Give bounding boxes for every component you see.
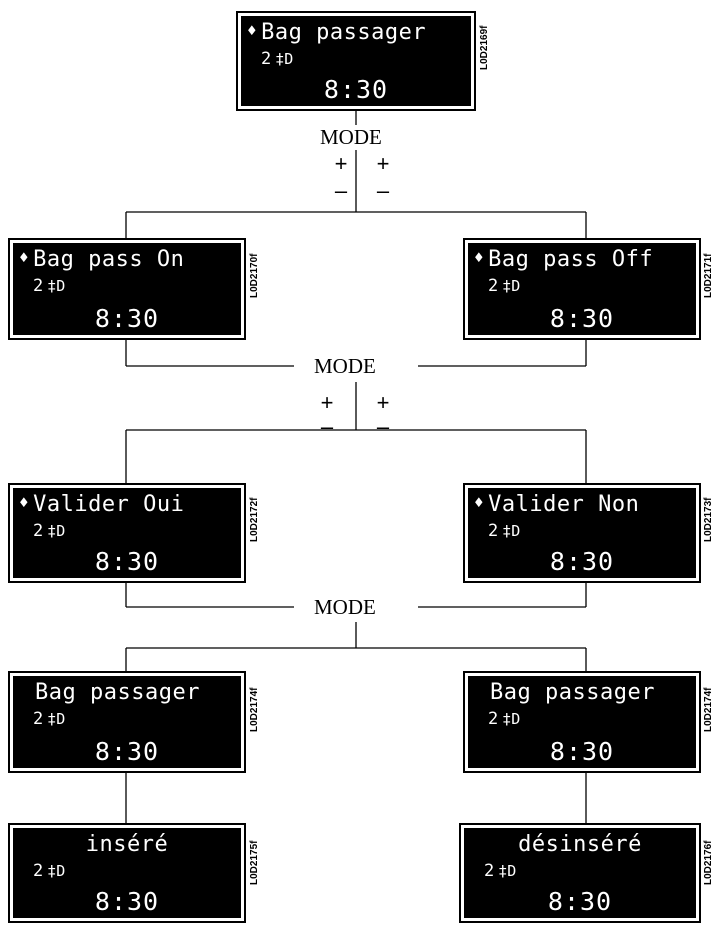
lcd-panel: inséré 2‡D 8:30	[13, 828, 241, 918]
display-text: ♦Valider Oui	[19, 492, 184, 517]
lamp-indicator: 2‡D	[488, 521, 520, 541]
figure-ref: L0D2171f	[703, 253, 712, 298]
display-text: ♦Valider Non	[474, 492, 639, 517]
figure-ref: L0D2174f	[249, 687, 260, 732]
lamp-indicator: 2‡D	[33, 276, 65, 296]
display-screen-bag-passager: ♦Bag passager 2‡D 8:30	[236, 11, 476, 111]
mode-label-1: MODE	[314, 125, 388, 150]
minus-sign: –	[334, 178, 348, 203]
display-label: désinséré	[518, 832, 642, 857]
minus-sign: –	[376, 414, 390, 439]
headlamp-icon: ‡D	[275, 50, 294, 68]
figure-ref: L0D2173f	[703, 497, 712, 542]
clock-time: 8:30	[549, 737, 615, 766]
display-screen-bag-passager-right: Bag passager 2‡D 8:30	[463, 671, 701, 773]
up-down-arrow-icon: ♦	[19, 248, 30, 267]
headlamp-icon: ‡D	[502, 522, 521, 540]
display-label: Valider Non	[488, 492, 640, 517]
headlamp-icon: ‡D	[502, 277, 521, 295]
display-label: Bag passager	[490, 680, 655, 705]
headlamp-icon: ‡D	[498, 862, 517, 880]
display-text: ♦Bag pass On	[19, 247, 184, 272]
lamp-level: 2	[488, 709, 499, 729]
headlamp-icon: ‡D	[47, 710, 66, 728]
lcd-panel: ♦Bag pass On 2‡D 8:30	[13, 243, 241, 335]
minus-sign: –	[320, 414, 334, 439]
lamp-indicator: 2‡D	[33, 521, 65, 541]
clock-time: 8:30	[94, 304, 160, 333]
clock-time: 8:30	[323, 75, 389, 104]
plus-sign: +	[320, 390, 334, 415]
lamp-indicator: 2‡D	[33, 709, 65, 729]
clock-time: 8:30	[549, 547, 615, 576]
clock-time: 8:30	[547, 887, 613, 916]
lamp-level: 2	[488, 276, 499, 296]
figure-ref: L0D2172f	[249, 497, 260, 542]
lcd-panel: désinséré 2‡D 8:30	[464, 828, 696, 918]
plus-sign: +	[376, 390, 390, 415]
lcd-panel: Bag passager 2‡D 8:30	[13, 676, 241, 768]
lamp-level: 2	[33, 861, 44, 881]
display-screen-valider-non: ♦Valider Non 2‡D 8:30	[463, 483, 701, 583]
display-label: inséré	[85, 832, 169, 857]
display-text: ♦Bag pass Off	[474, 247, 653, 272]
headlamp-icon: ‡D	[47, 522, 66, 540]
display-text: ♦Bag passager	[247, 20, 426, 45]
up-down-arrow-icon: ♦	[474, 493, 485, 512]
minus-sign: –	[376, 178, 390, 203]
display-label: Bag pass On	[33, 247, 185, 272]
lamp-level: 2	[488, 521, 499, 541]
plus-sign: +	[376, 151, 390, 176]
clock-time: 8:30	[94, 737, 160, 766]
display-screen-bag-pass-off: ♦Bag pass Off 2‡D 8:30	[463, 238, 701, 340]
display-label: Bag passager	[261, 20, 427, 45]
figure-ref: L0D2169f	[479, 25, 490, 70]
lamp-level: 2	[261, 49, 272, 69]
up-down-arrow-icon: ♦	[247, 21, 258, 40]
lamp-level: 2	[33, 521, 44, 541]
lamp-indicator: 2‡D	[33, 861, 65, 881]
lamp-indicator: 2‡D	[261, 49, 293, 69]
figure-ref: L0D2174f	[703, 687, 712, 732]
lcd-panel: ♦Bag pass Off 2‡D 8:30	[468, 243, 696, 335]
up-down-arrow-icon: ♦	[474, 248, 485, 267]
mode-label-3: MODE	[308, 595, 382, 620]
clock-time: 8:30	[549, 304, 615, 333]
lamp-level: 2	[484, 861, 495, 881]
clock-time: 8:30	[94, 547, 160, 576]
display-label: Bag pass Off	[488, 247, 654, 272]
headlamp-icon: ‡D	[47, 862, 66, 880]
figure-ref: L0D2176f	[703, 840, 712, 885]
display-screen-bag-passager-left: Bag passager 2‡D 8:30	[8, 671, 246, 773]
display-screen-insere: inséré 2‡D 8:30	[8, 823, 246, 923]
mode-label-2: MODE	[308, 354, 382, 379]
figure-ref: L0D2170f	[249, 253, 260, 298]
display-screen-desinsere: désinséré 2‡D 8:30	[459, 823, 701, 923]
lcd-panel: ♦Bag passager 2‡D 8:30	[241, 16, 471, 106]
lamp-indicator: 2‡D	[488, 709, 520, 729]
lamp-indicator: 2‡D	[484, 861, 516, 881]
plus-sign: +	[334, 151, 348, 176]
clock-time: 8:30	[94, 887, 160, 916]
lcd-panel: ♦Valider Oui 2‡D 8:30	[13, 488, 241, 578]
headlamp-icon: ‡D	[47, 277, 66, 295]
display-screen-bag-pass-on: ♦Bag pass On 2‡D 8:30	[8, 238, 246, 340]
lcd-panel: ♦Valider Non 2‡D 8:30	[468, 488, 696, 578]
lamp-level: 2	[33, 709, 44, 729]
display-label: Valider Oui	[33, 492, 185, 517]
lamp-level: 2	[33, 276, 44, 296]
figure-ref: L0D2175f	[249, 840, 260, 885]
lamp-indicator: 2‡D	[488, 276, 520, 296]
display-label: Bag passager	[35, 680, 200, 705]
lcd-panel: Bag passager 2‡D 8:30	[468, 676, 696, 768]
headlamp-icon: ‡D	[502, 710, 521, 728]
up-down-arrow-icon: ♦	[19, 493, 30, 512]
display-screen-valider-oui: ♦Valider Oui 2‡D 8:30	[8, 483, 246, 583]
